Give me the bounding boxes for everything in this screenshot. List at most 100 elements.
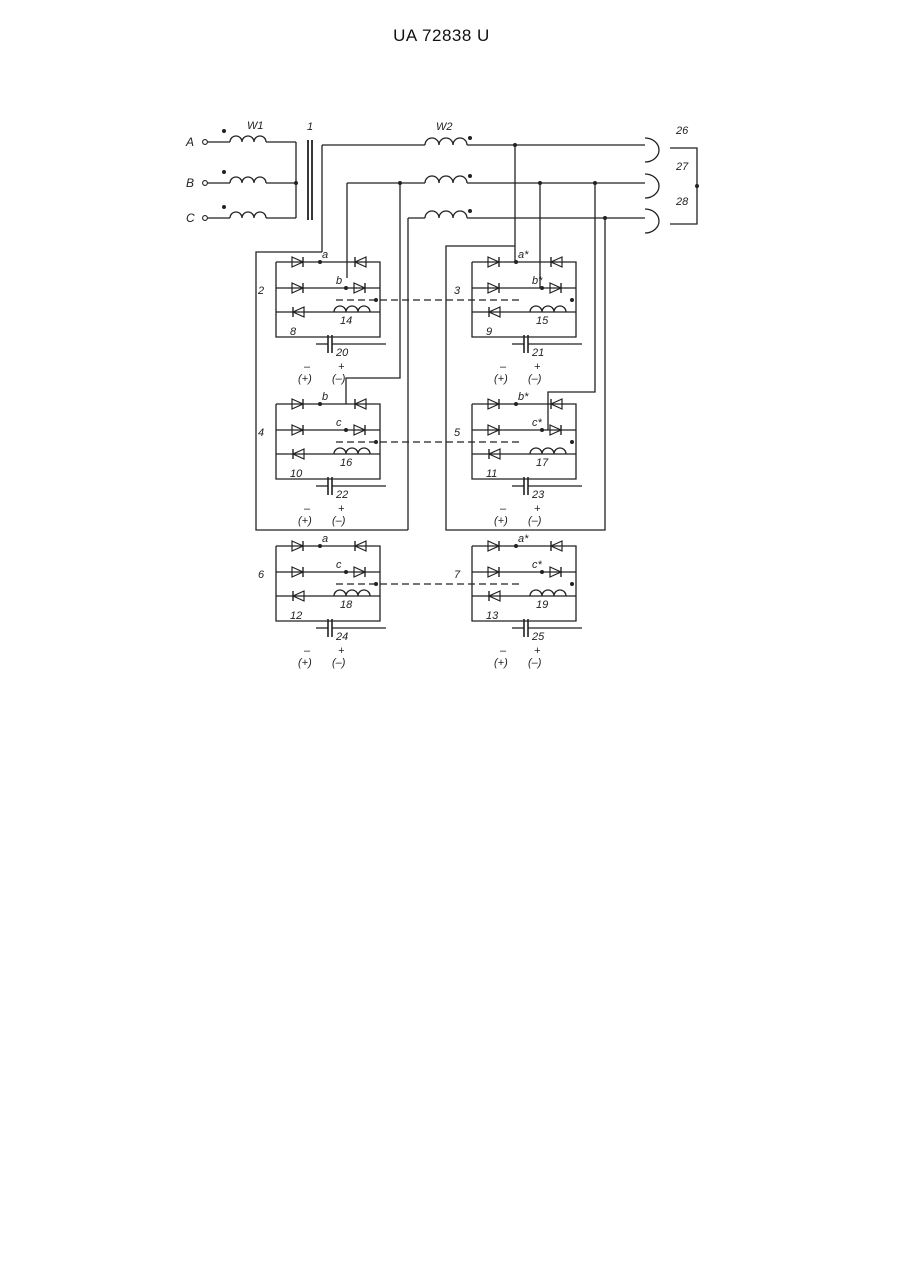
polarity-paren-plus: (+) xyxy=(494,515,508,527)
thyristor-label: 12 xyxy=(290,610,302,622)
primary-winding xyxy=(230,212,266,218)
inductor-coil xyxy=(530,590,566,596)
junction-dot xyxy=(344,570,348,574)
primary-winding-label: W1 xyxy=(247,120,264,132)
polarity-minus: – xyxy=(303,503,311,515)
primary-winding xyxy=(230,136,266,142)
node-label: a xyxy=(322,249,328,261)
polarity-paren-plus: (+) xyxy=(298,373,312,385)
junction-dot xyxy=(593,181,597,185)
primary-winding xyxy=(230,177,266,183)
polarity-plus: + xyxy=(534,361,541,373)
node-label: c xyxy=(336,559,342,571)
bridge-label: 3 xyxy=(454,285,461,297)
polarity-paren-minus: (–) xyxy=(528,515,542,527)
inductor-coil xyxy=(530,306,566,312)
polarity-dot xyxy=(374,298,378,302)
polarity-dot xyxy=(374,440,378,444)
node-label: c xyxy=(336,417,342,429)
inductor-coil xyxy=(334,306,370,312)
polarity-dot xyxy=(570,582,574,586)
capacitor-label: 23 xyxy=(531,489,545,501)
thyristor-label: 9 xyxy=(486,326,492,338)
bridge-label: 6 xyxy=(258,569,265,581)
polarity-paren-plus: (+) xyxy=(298,515,312,527)
node-label: b* xyxy=(518,391,529,403)
output-label: 28 xyxy=(675,196,689,208)
secondary-winding xyxy=(425,138,467,145)
output-label: 27 xyxy=(675,161,689,173)
input-terminal-label: B xyxy=(186,176,194,190)
secondary-winding-label: W2 xyxy=(436,121,453,133)
polarity-paren-plus: (+) xyxy=(494,373,508,385)
node-label: b xyxy=(322,391,328,403)
polarity-minus: – xyxy=(303,361,311,373)
polarity-paren-minus: (–) xyxy=(332,657,346,669)
junction-dot xyxy=(344,428,348,432)
secondary-winding xyxy=(425,176,467,183)
junction-dot xyxy=(294,181,298,185)
thyristor-label: 10 xyxy=(290,468,303,480)
polarity-plus: + xyxy=(534,503,541,515)
wire-output-bus xyxy=(670,148,697,224)
polarity-minus: – xyxy=(499,645,507,657)
output-load-arc xyxy=(645,209,659,233)
polarity-paren-minus: (–) xyxy=(332,515,346,527)
polarity-dot xyxy=(468,136,472,140)
capacitor-label: 24 xyxy=(335,631,348,643)
polarity-plus: + xyxy=(534,645,541,657)
bridge-label: 4 xyxy=(258,427,264,439)
inductor-label: 16 xyxy=(340,457,353,469)
polarity-minus: – xyxy=(499,503,507,515)
node-label: c* xyxy=(532,417,543,429)
core-label: 1 xyxy=(307,121,313,133)
node-label: a* xyxy=(518,249,529,261)
thyristor-label: 8 xyxy=(290,326,297,338)
output-label: 26 xyxy=(675,125,689,137)
capacitor-label: 22 xyxy=(335,489,348,501)
thyristor-label: 13 xyxy=(486,610,499,622)
node-label: a xyxy=(322,533,328,545)
input-terminal-label: C xyxy=(186,211,195,225)
polarity-dot xyxy=(222,205,226,209)
secondary-winding xyxy=(425,211,467,218)
polarity-paren-plus: (+) xyxy=(494,657,508,669)
polarity-paren-minus: (–) xyxy=(332,373,346,385)
input-terminal xyxy=(203,140,208,145)
bridge-label: 2 xyxy=(257,285,264,297)
output-load-arc xyxy=(645,138,659,162)
output-load-arc xyxy=(645,174,659,198)
polarity-minus: – xyxy=(303,645,311,657)
polarity-plus: + xyxy=(338,361,345,373)
capacitor-label: 21 xyxy=(531,347,544,359)
inductor-label: 19 xyxy=(536,599,548,611)
wire-interconnect xyxy=(446,218,605,530)
polarity-minus: – xyxy=(499,361,507,373)
polarity-paren-minus: (–) xyxy=(528,657,542,669)
junction-dot xyxy=(344,286,348,290)
inductor-coil xyxy=(334,590,370,596)
input-terminal xyxy=(203,216,208,221)
inductor-label: 17 xyxy=(536,457,549,469)
capacitor-label: 20 xyxy=(335,347,349,359)
junction-dot xyxy=(398,181,402,185)
polarity-dot xyxy=(222,170,226,174)
polarity-dot xyxy=(374,582,378,586)
polarity-paren-minus: (–) xyxy=(528,373,542,385)
polarity-plus: + xyxy=(338,503,345,515)
junction-dot xyxy=(513,143,517,147)
junction-dot xyxy=(695,184,699,188)
capacitor-label: 25 xyxy=(531,631,545,643)
inductor-label: 14 xyxy=(340,315,352,327)
polarity-dot xyxy=(570,440,574,444)
polarity-dot xyxy=(570,298,574,302)
junction-dot xyxy=(538,181,542,185)
inductor-label: 18 xyxy=(340,599,353,611)
polarity-dot xyxy=(468,174,472,178)
input-terminal xyxy=(203,181,208,186)
inductor-coil xyxy=(334,448,370,454)
polarity-dot xyxy=(468,209,472,213)
node-label: c* xyxy=(532,559,543,571)
junction-dot xyxy=(603,216,607,220)
